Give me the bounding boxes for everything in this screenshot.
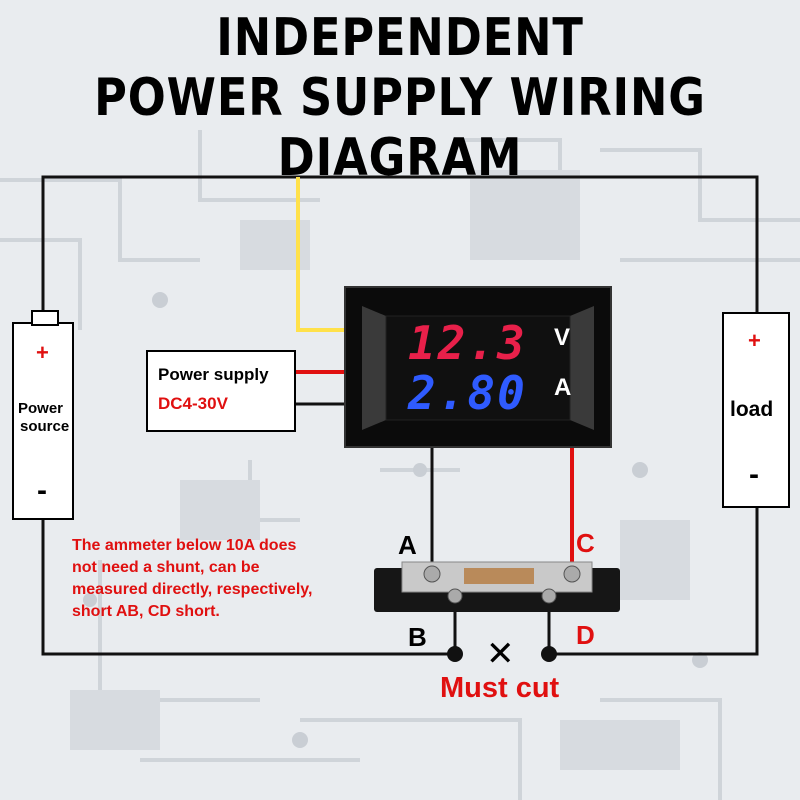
voltage-reading: 12.3 <box>408 316 527 370</box>
power-source-plus: + <box>36 340 49 365</box>
note-line-1: The ammeter below 10A does <box>72 537 297 554</box>
junction-d <box>541 646 557 662</box>
power-source-label-2: source <box>20 418 70 435</box>
current-unit: A <box>554 374 572 401</box>
must-cut-label: Must cut <box>440 672 560 704</box>
battery-terminal-cap <box>31 310 59 326</box>
meter-bezel <box>362 306 594 430</box>
note-line-3: measured directly, respectively, <box>72 581 313 598</box>
terminal-d: D <box>576 620 595 650</box>
power-supply-label: Power supply <box>158 365 269 384</box>
wire-yellow <box>296 177 356 332</box>
wire-source-plus-to-load <box>41 175 759 312</box>
cut-x-icon: ✕ <box>486 635 515 673</box>
power-supply-range: DC4-30V <box>158 394 228 413</box>
load-plus: + <box>748 328 761 353</box>
note-line-4: short AB, CD short. <box>72 603 220 620</box>
wire-source-minus-to-b <box>41 515 455 656</box>
title-line-1: INDEPENDENT <box>216 8 584 68</box>
current-reading: 2.80 <box>408 366 527 420</box>
voltage-unit: V <box>554 324 571 351</box>
power-source-battery: + Power source - <box>12 310 74 520</box>
load-block: + load - <box>722 312 790 508</box>
note-line-2: not need a shunt, can be <box>72 559 260 576</box>
power-source-minus: - <box>37 474 47 507</box>
terminal-b: B <box>408 622 427 652</box>
power-supply-box: Power supply DC4-30V <box>146 350 296 432</box>
shunt-resistor <box>374 561 620 612</box>
load-label: load <box>730 398 774 421</box>
wire-d-to-load-minus <box>549 508 759 656</box>
power-source-label-1: Power <box>18 400 64 417</box>
junction-b <box>447 646 463 662</box>
voltmeter-ammeter: 12.3 V 2.80 A <box>344 286 612 448</box>
terminal-c: C <box>576 528 595 558</box>
load-minus: - <box>749 458 759 491</box>
terminal-a: A <box>398 530 417 560</box>
